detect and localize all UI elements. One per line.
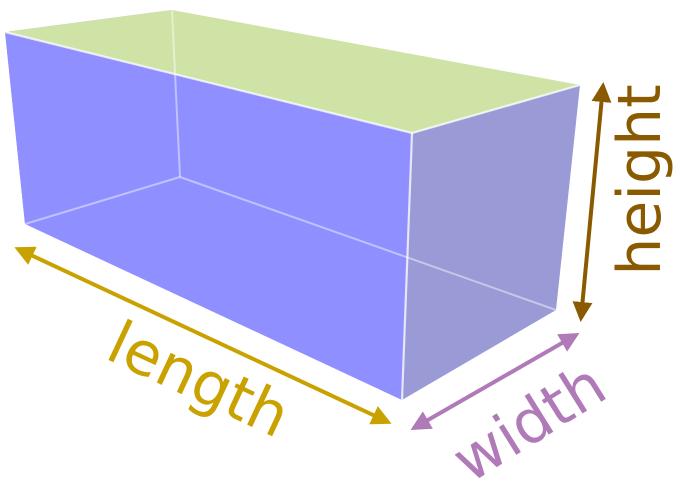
height-arrow — [572, 82, 612, 322]
hidden-edge — [171, 9, 181, 178]
box-top-face — [5, 10, 580, 133]
length-arrow — [14, 246, 392, 425]
height-label: height — [605, 84, 675, 275]
visible-edge — [400, 132, 414, 401]
height-dimension: height — [572, 82, 675, 322]
hidden-edge — [24, 176, 181, 225]
hidden-edge — [179, 176, 557, 311]
box-side-face — [402, 85, 580, 400]
width-arrow — [410, 333, 580, 430]
width-label: width — [441, 350, 618, 481]
box — [4, 9, 581, 401]
